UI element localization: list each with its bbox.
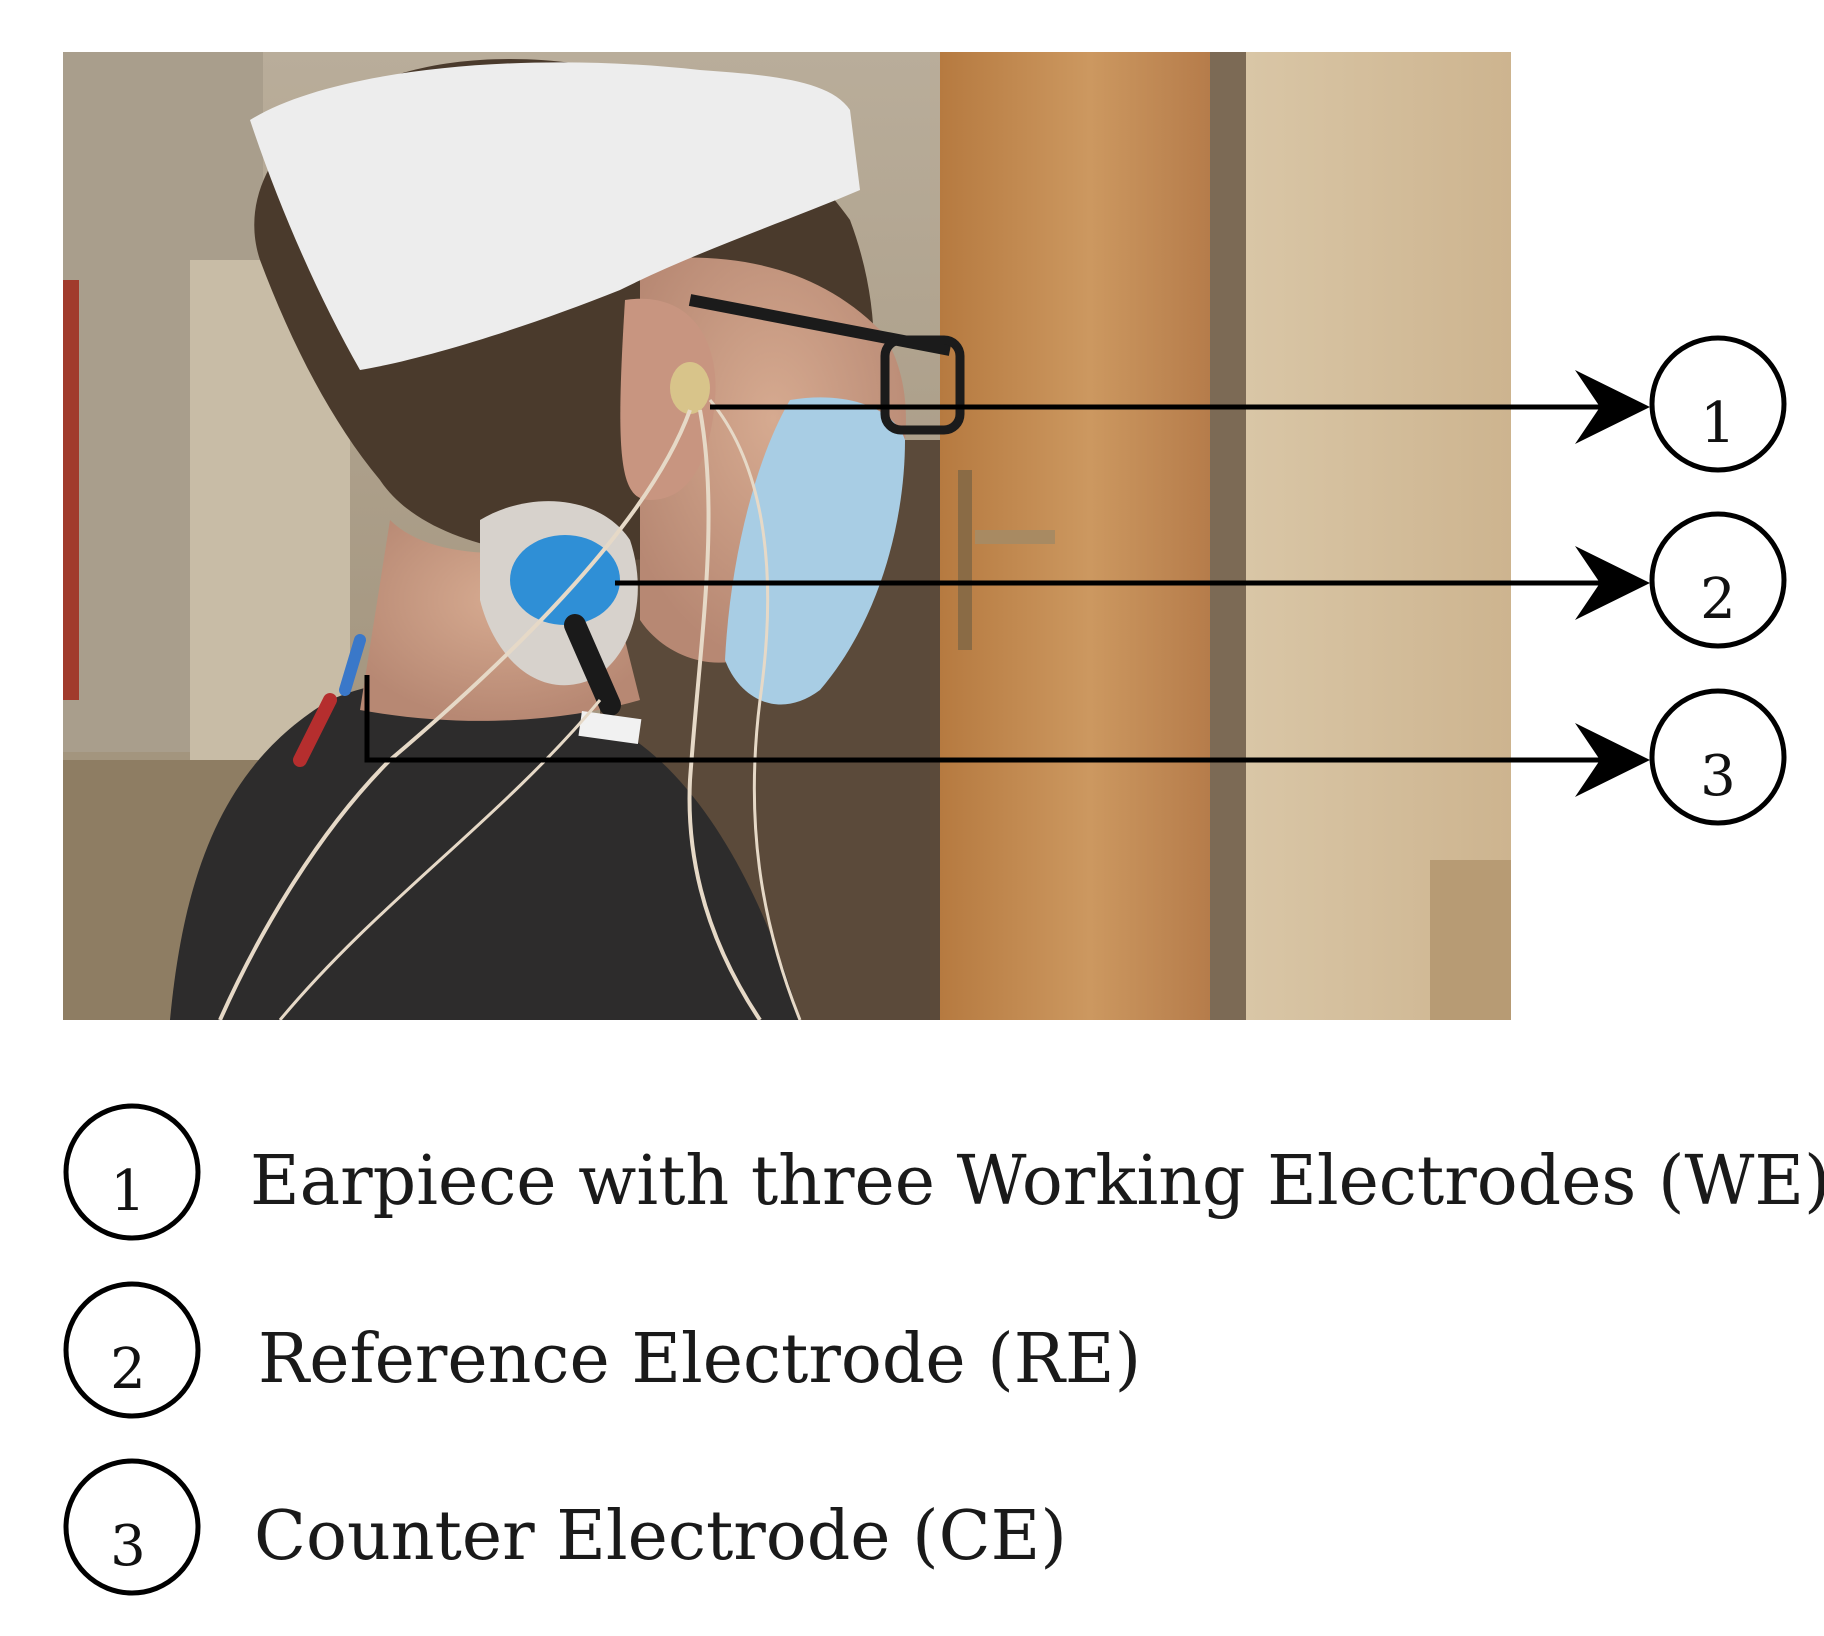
callout-arrowhead-2 bbox=[1575, 546, 1650, 620]
reference-electrode-clip bbox=[564, 614, 621, 716]
callout-2: 2 bbox=[1649, 511, 1787, 649]
legend-circle-3 bbox=[63, 1458, 201, 1596]
callout-number-3: 3 bbox=[1700, 744, 1736, 809]
callout-3: 3 bbox=[1649, 688, 1787, 826]
photo bbox=[63, 52, 1511, 1020]
door-handle bbox=[958, 470, 972, 650]
legend-text-2: Reference Electrode (RE) bbox=[258, 1320, 1142, 1399]
wall bbox=[1246, 52, 1511, 1020]
earpiece bbox=[670, 362, 710, 414]
door-frame bbox=[1210, 52, 1246, 1020]
ear bbox=[620, 298, 716, 500]
legend-text-1: Earpiece with three Working Electrodes (… bbox=[250, 1142, 1824, 1221]
callout-arrowhead-3 bbox=[1575, 723, 1650, 797]
wall-table bbox=[1430, 860, 1511, 1020]
legend-number-3: 3 bbox=[110, 1514, 146, 1579]
legend-marker-2: 2 bbox=[63, 1281, 201, 1419]
headband bbox=[250, 62, 860, 370]
shirt bbox=[170, 680, 800, 1020]
background-red-stripe bbox=[63, 280, 79, 700]
callout-circle-2 bbox=[1649, 511, 1787, 649]
reference-electrode-pad bbox=[510, 535, 620, 625]
callout-line-3 bbox=[364, 675, 1642, 766]
callout-number-2: 2 bbox=[1700, 567, 1736, 632]
callout-circle-1 bbox=[1649, 335, 1787, 473]
legend-marker-3: 3 bbox=[63, 1458, 201, 1596]
callout-circle-3 bbox=[1649, 688, 1787, 826]
legend-number-2: 2 bbox=[110, 1337, 146, 1402]
wire-3 bbox=[708, 399, 802, 1020]
legend-circle-1 bbox=[63, 1103, 201, 1241]
counter-electrode-tape bbox=[578, 710, 642, 745]
legend-circle-2 bbox=[63, 1281, 201, 1419]
face-mask bbox=[725, 397, 905, 705]
shoulder-clip-blue bbox=[339, 634, 366, 696]
wire-2 bbox=[687, 409, 762, 1020]
legend-number-1: 1 bbox=[110, 1159, 146, 1224]
legend-marker-1: 1 bbox=[63, 1103, 201, 1241]
shoulder-clip-red bbox=[293, 693, 337, 767]
glasses-lens bbox=[880, 335, 965, 435]
callout-1: 1 bbox=[1649, 335, 1787, 473]
callout-arrowhead-1 bbox=[1575, 370, 1650, 444]
wire-4 bbox=[278, 699, 602, 1020]
door-handle-lever bbox=[975, 530, 1055, 544]
callout-number-1: 1 bbox=[1700, 391, 1736, 456]
legend-text-3: Counter Electrode (CE) bbox=[254, 1497, 1067, 1576]
wire-1 bbox=[218, 409, 692, 1020]
